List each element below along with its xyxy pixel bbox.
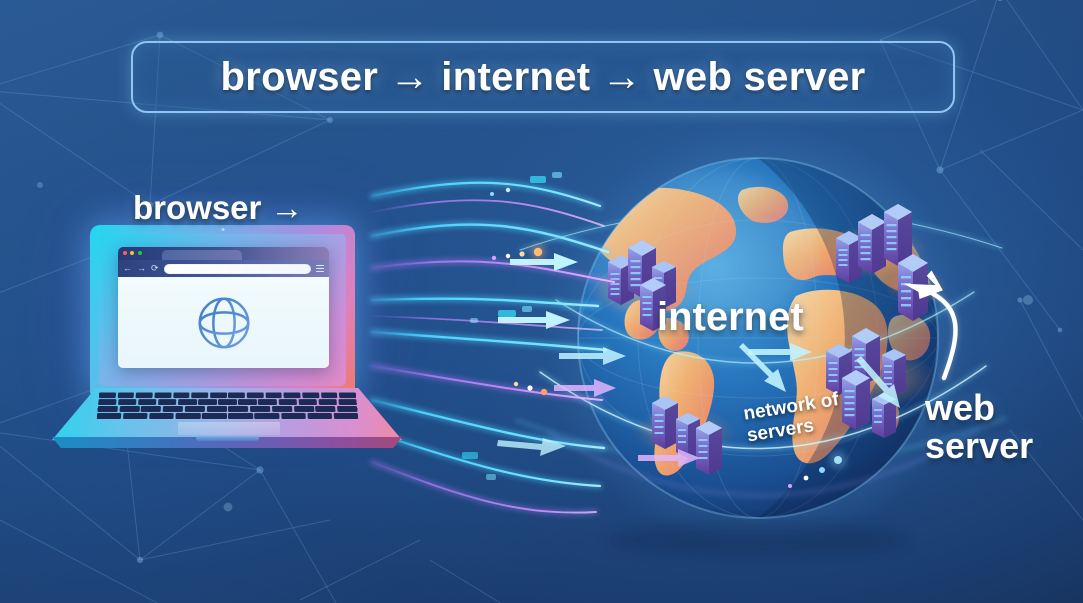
title-text: browser → internet → web server [220,54,866,99]
trackpad[interactable] [178,422,280,435]
data-chips [462,172,562,480]
keyboard[interactable] [96,392,358,420]
laptop-front-notch [195,436,259,441]
hamburger-menu-icon[interactable] [316,265,324,272]
data-flow-streams [369,172,900,515]
globe-icon [198,297,249,348]
close-window-dot[interactable] [123,251,127,256]
keyboard-row [96,406,358,412]
minimize-window-dot[interactable] [130,251,135,256]
packet-dots [490,187,847,488]
africa-cluster [826,328,906,438]
browser-content-area [118,277,329,368]
stream-arrowheads [497,253,900,456]
title-banner: browser → internet → web server [131,41,955,113]
laptop-lid: ← → ⟳ [90,225,355,395]
address-bar-input[interactable] [163,263,311,274]
north-america-cluster [608,240,676,331]
south-america-cluster [652,396,722,475]
keyboard-row [96,413,358,420]
maximize-window-dot[interactable] [137,251,142,256]
server-clusters [587,204,948,475]
laptop-base [52,388,402,450]
laptop-screen: ← → ⟳ [99,234,346,386]
browser-window: ← → ⟳ [118,247,329,368]
forward-arrow-icon[interactable]: → [137,263,146,273]
browser-titlebar [118,247,329,261]
middle-east-server [898,254,928,321]
keyboard-row [98,392,356,398]
back-arrow-icon[interactable]: ← [123,263,132,273]
europe-cluster [836,204,912,283]
reload-icon[interactable]: ⟳ [151,263,159,273]
keyboard-row [97,399,357,405]
browser-tab[interactable] [162,249,242,261]
laptop-base-edge [52,437,402,448]
laptop-device: ← → ⟳ [52,225,402,475]
webcam-dot [221,228,224,231]
web-server-callout-arrow [903,270,959,381]
window-traffic-lights[interactable] [123,251,142,256]
browser-toolbar: ← → ⟳ [118,260,329,277]
